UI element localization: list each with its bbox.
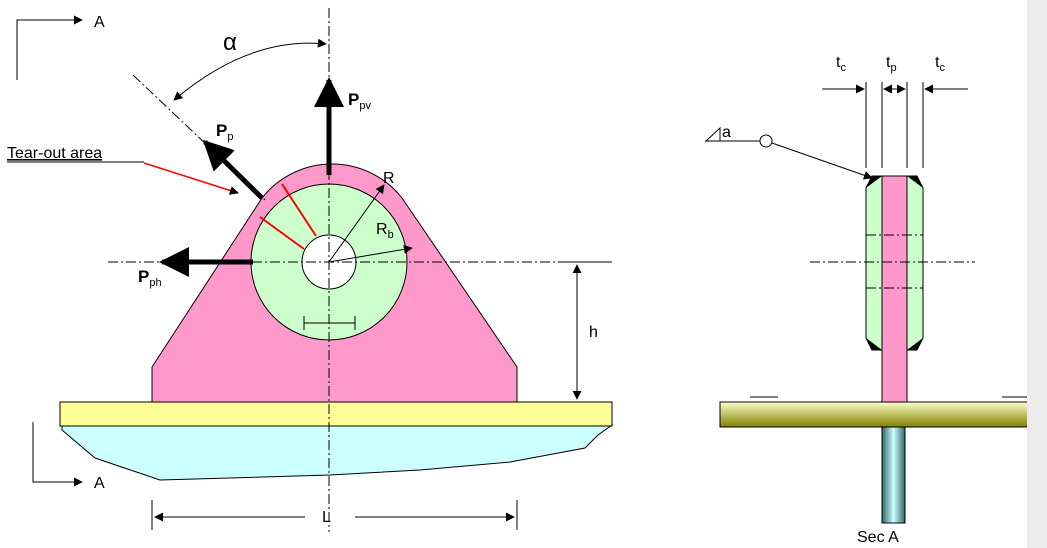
radius-rb-label: Rb: [376, 221, 394, 241]
radius-r-label: R: [383, 170, 395, 187]
tear-out-line-2: [259, 216, 305, 250]
force-pph-label: Pph: [138, 267, 162, 289]
section-marker-bottom: A: [32, 422, 105, 492]
alpha-arc: [173, 38, 327, 101]
margin-strip: [1027, 0, 1047, 548]
section-letter-bottom: A: [94, 475, 105, 492]
weld-all-around-circle-icon: [759, 134, 773, 148]
length-dimension: [151, 500, 518, 530]
radius-rb-line: [328, 244, 413, 263]
ground-foundation: [61, 424, 614, 481]
tc-left-label: tc: [836, 54, 846, 74]
alpha-label: α: [223, 29, 237, 56]
weld-fillet-bottom-left: [866, 338, 882, 350]
force-ppv-label: Ppv: [348, 90, 371, 112]
section-letter-top: A: [94, 14, 105, 31]
length-label: L: [322, 509, 331, 526]
tp-label: tp: [886, 54, 897, 74]
section-boss-right: [906, 175, 924, 351]
fillet-weld-triangle-icon: [704, 126, 721, 142]
section-lug-plate: [881, 175, 908, 403]
tc-right-label: tc: [935, 54, 945, 74]
weld-symbol: a: [704, 124, 873, 180]
base-plate: [59, 401, 613, 427]
weld-fillet-top-right: [907, 176, 923, 188]
tear-out-label: Tear-out area: [7, 145, 102, 162]
section-caption: Sec A: [857, 529, 899, 546]
section-base-plate: [719, 401, 1041, 428]
weld-fillet-bottom-right: [907, 338, 923, 350]
section-marker-top: A: [16, 14, 105, 80]
height-label: h: [589, 324, 598, 341]
force-pp-arrow: [202, 139, 264, 200]
force-pp-label: Pp: [216, 121, 233, 143]
tear-out-leader: [143, 162, 239, 195]
weld-size-label: a: [722, 124, 731, 141]
weld-fillet-top-left: [866, 176, 882, 188]
section-boss-left: [865, 175, 883, 351]
tear-out-line-1: [281, 183, 317, 237]
radius-r-line: [328, 184, 385, 263]
section-stub: [881, 426, 906, 524]
